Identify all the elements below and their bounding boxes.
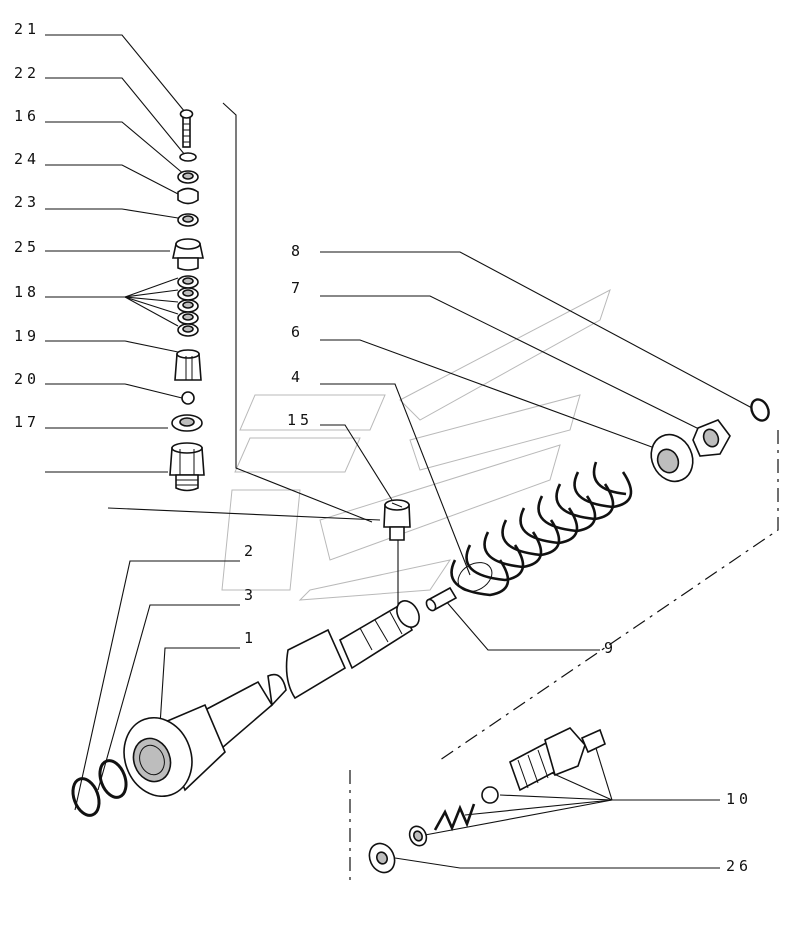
callout-4: 4 [291, 368, 304, 386]
part-fitting [169, 442, 205, 492]
part-clip-22 [179, 152, 197, 162]
leader-lines [45, 34, 753, 869]
callout-18: 18 [14, 283, 40, 301]
part-washers-18 [177, 275, 199, 337]
callout-22: 22 [14, 64, 40, 82]
part-washer-23 [177, 213, 199, 227]
callout-21: 21 [14, 20, 40, 38]
part-washer-26 [368, 842, 396, 874]
callout-7: 7 [291, 279, 304, 297]
part-oring-2 [71, 777, 101, 817]
part-ball-20 [181, 391, 195, 405]
callout-15: 15 [287, 411, 313, 429]
part-cylinder-1 [123, 600, 420, 798]
callout-25: 25 [14, 238, 40, 256]
callout-23: 23 [14, 193, 40, 211]
callout-6: 6 [291, 323, 304, 341]
callout-8: 8 [291, 242, 304, 260]
callout-19: 19 [14, 327, 40, 345]
part-screw-21 [179, 109, 194, 148]
part-nut-25 [172, 238, 204, 271]
part-washer-16 [177, 170, 199, 184]
part-clip-8 [750, 398, 770, 422]
watermark-logo [221, 288, 611, 601]
callout-17: 17 [14, 413, 40, 431]
callout-10: 10 [726, 790, 752, 808]
callout-26: 26 [726, 857, 752, 875]
part-spring-4 [450, 461, 633, 597]
part-plug-15 [383, 499, 411, 541]
callout-16: 16 [14, 107, 40, 125]
centre-lines [349, 430, 779, 880]
part-cup-24 [177, 187, 199, 205]
part-nut-7 [692, 419, 731, 457]
part-cup-6 [650, 433, 694, 483]
callout-3: 3 [244, 586, 257, 604]
part-washer-17 [171, 414, 203, 432]
callout-20: 20 [14, 370, 40, 388]
part-valve-10 [408, 727, 606, 847]
part-sleeve-19 [174, 349, 202, 381]
callout-2: 2 [244, 542, 257, 560]
part-oring-3 [98, 759, 128, 799]
part-pin-9 [425, 586, 458, 612]
callout-24: 24 [14, 150, 40, 168]
callout-1: 1 [244, 629, 257, 647]
callout-9: 9 [604, 639, 617, 657]
callout-labels: 21 22 16 24 23 25 18 19 20 17 15 2 3 1 8… [14, 20, 752, 875]
